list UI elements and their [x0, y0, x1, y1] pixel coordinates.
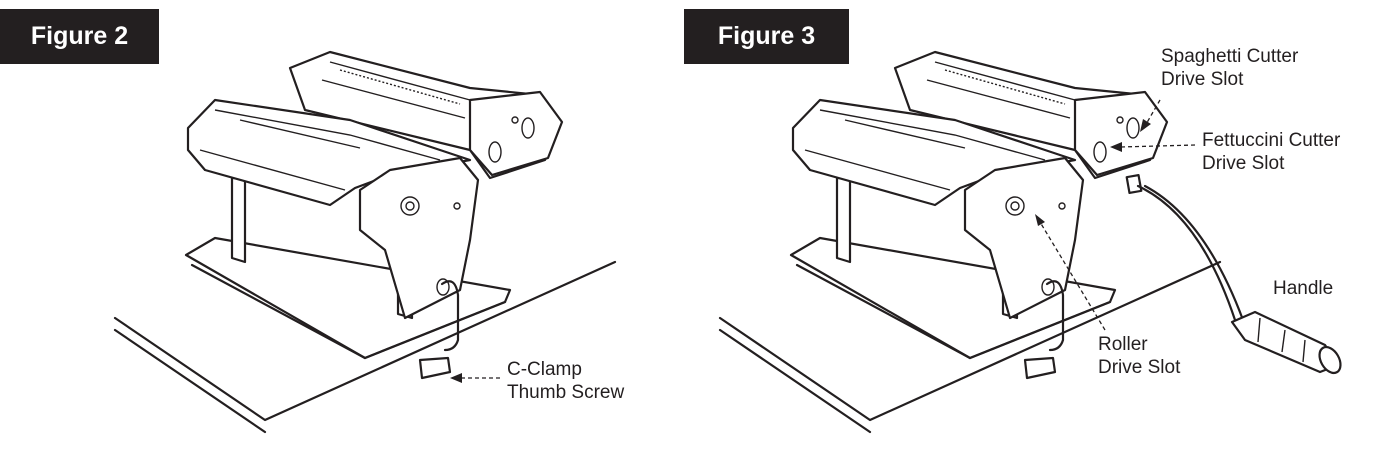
- roller-label-line2: Drive Slot: [1098, 357, 1181, 378]
- fettuccini-label-line2: Drive Slot: [1202, 153, 1285, 174]
- fettuccini-label: Fettuccini Cutter Drive Slot: [1202, 129, 1340, 175]
- spaghetti-label: Spaghetti Cutter Drive Slot: [1161, 45, 1298, 91]
- figure-2-badge: Figure 2: [0, 9, 159, 64]
- roller-label: Roller Drive Slot: [1098, 333, 1180, 379]
- clamp-label-line2: Thumb Screw: [507, 382, 625, 403]
- figure-3-badge: Figure 3: [684, 9, 849, 64]
- roller-label-line1: Roller: [1098, 334, 1148, 355]
- spaghetti-label-line2: Drive Slot: [1161, 69, 1244, 90]
- fettuccini-label-line1: Fettuccini Cutter: [1202, 130, 1341, 151]
- clamp-label-line1: C-Clamp: [507, 359, 582, 380]
- handle-label: Handle: [1273, 278, 1334, 299]
- spaghetti-label-line1: Spaghetti Cutter: [1161, 46, 1299, 67]
- clamp-label: C-Clamp Thumb Screw: [507, 358, 624, 404]
